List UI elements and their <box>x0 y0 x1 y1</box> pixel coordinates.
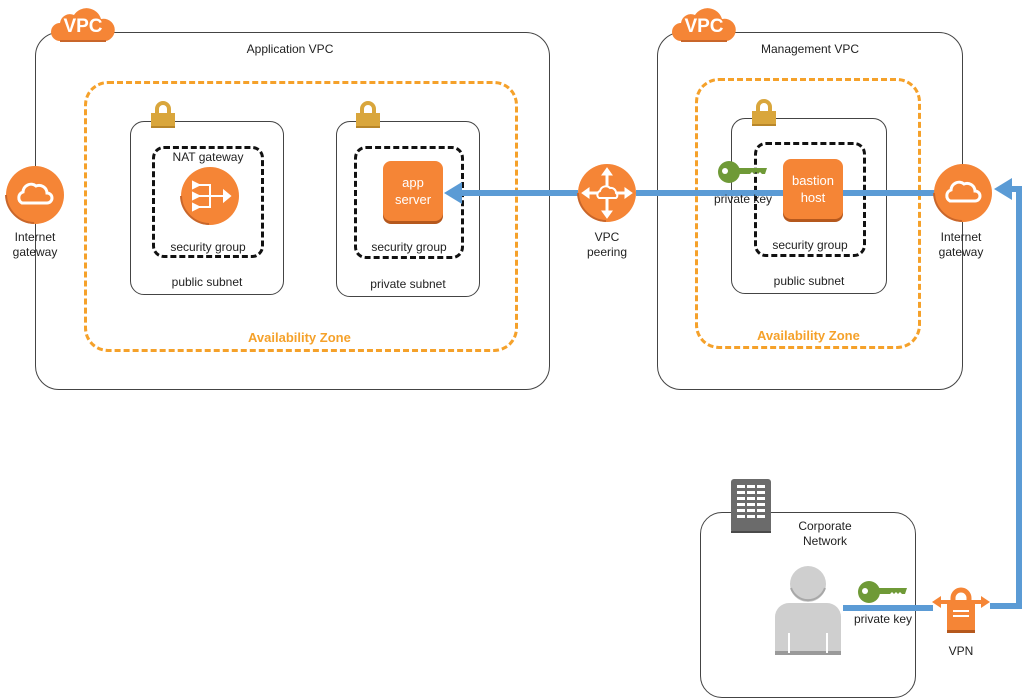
security-group-app <box>354 146 464 259</box>
private-key-icon <box>858 581 907 603</box>
nat-gateway-label: NAT gateway <box>172 150 244 164</box>
lock-icon <box>752 99 776 126</box>
arrowhead-app-server <box>444 182 462 204</box>
security-group-nat <box>152 146 264 258</box>
internet-gateway-label: Internet gateway <box>12 230 58 259</box>
bastion-host-label: bastion host <box>792 173 834 205</box>
lock-icon <box>356 101 380 128</box>
corporate-network-title: Corporate Network <box>798 519 852 548</box>
corporate-building-icon <box>731 479 771 533</box>
nat-gateway-icon[interactable] <box>180 166 240 226</box>
vpn-label: VPN <box>948 644 974 658</box>
private-key-label: private key <box>713 192 773 206</box>
management-az-label: Availability Zone <box>757 328 860 343</box>
connection-vpn-to-igw <box>990 186 1022 609</box>
private-key-icon <box>718 161 767 183</box>
app-server-label: app server <box>394 175 432 207</box>
application-vpc-title: Application VPC <box>246 42 334 56</box>
vpc-peering-label: VPC peering <box>586 230 628 259</box>
vpc-cloud-badge <box>51 8 115 42</box>
app-server[interactable]: app server <box>383 161 443 221</box>
application-availability-zone <box>84 81 518 352</box>
vpc-cloud-badge <box>672 8 736 42</box>
internet-gateway-label: Internet gateway <box>938 230 984 259</box>
internet-gateway-icon[interactable] <box>5 165 65 225</box>
lock-icon <box>151 101 175 128</box>
security-group-label: security group <box>772 238 848 252</box>
security-group-label: security group <box>170 240 246 254</box>
private-key-label: private key <box>853 612 913 626</box>
security-group-label: security group <box>371 240 447 254</box>
arrowhead-internet-gateway <box>994 178 1012 200</box>
vpc-badge-label: VPC <box>684 16 724 37</box>
vpc-peering-icon[interactable] <box>577 163 637 223</box>
security-group-bastion <box>754 142 866 257</box>
application-az-label: Availability Zone <box>248 330 351 345</box>
management-vpc-title: Management VPC <box>760 42 860 56</box>
public-subnet-label: public subnet <box>773 274 845 288</box>
private-subnet-label: private subnet <box>370 277 446 291</box>
public-subnet-label: public subnet <box>171 275 243 289</box>
internet-gateway-icon[interactable] <box>933 163 993 223</box>
bastion-host[interactable]: bastion host <box>783 159 843 219</box>
management-availability-zone <box>695 78 921 349</box>
user-icon <box>775 566 841 655</box>
vpc-badge-label: VPC <box>63 16 103 37</box>
vpn-icon[interactable] <box>931 587 991 634</box>
